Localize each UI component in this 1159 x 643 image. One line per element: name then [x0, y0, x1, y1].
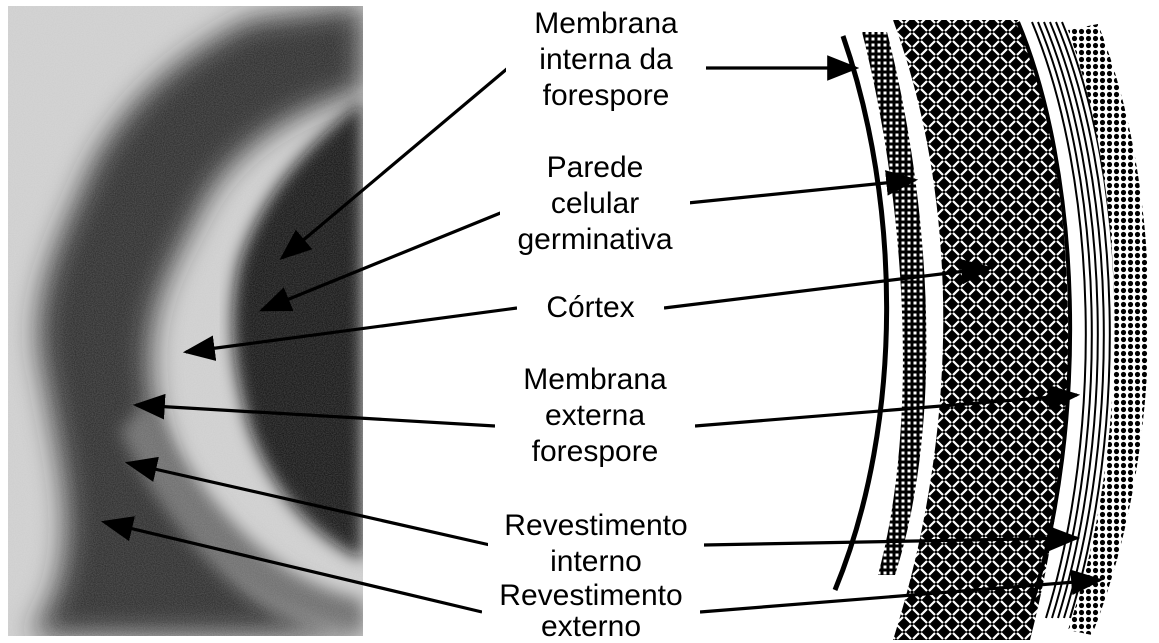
spore-layer-schematic [835, 20, 1149, 640]
germ-cell-wall-layer [862, 32, 926, 575]
arrow-cortex-right [664, 268, 990, 308]
label-cortex: Córtex [517, 290, 664, 326]
inner-membrane-layer [835, 36, 887, 590]
